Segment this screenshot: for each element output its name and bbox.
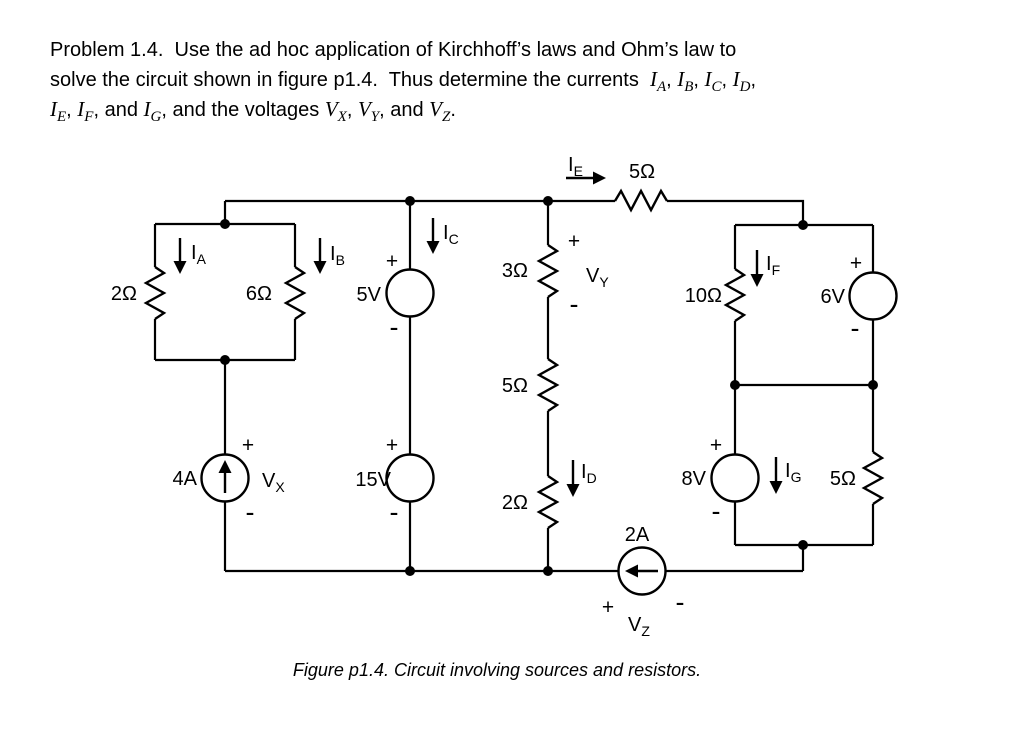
- label-current-ie: IE: [568, 154, 583, 179]
- node-dot: [543, 196, 553, 206]
- sign-plus-vz: +: [602, 596, 614, 619]
- label-source-4a: 4A: [173, 468, 198, 490]
- label-source-5v: 5V: [357, 284, 382, 306]
- label-source-8v: 8V: [682, 468, 707, 490]
- current-arrow-ib: [313, 238, 327, 274]
- resistor-2ohm-left: [143, 266, 167, 320]
- label-voltage-vz: VZ: [628, 614, 650, 639]
- label-resistor-10ohm: 10Ω: [685, 285, 722, 307]
- label-resistor-2ohm-left: 2Ω: [111, 283, 137, 305]
- current-arrow-if: [750, 250, 764, 287]
- circuit-wires: [153, 199, 875, 573]
- sign-plus-vy: +: [568, 230, 580, 253]
- sign-minus-6v: -: [851, 313, 860, 343]
- current-arrow-ig: [769, 457, 783, 494]
- sign-plus-6v: +: [850, 252, 862, 275]
- sign-plus-vx: +: [242, 434, 254, 457]
- label-resistor-2ohm-mid: 2Ω: [502, 492, 528, 514]
- source-8v-circle: [710, 453, 760, 503]
- label-current-ib: IB: [330, 243, 345, 268]
- sign-plus-15v: +: [386, 434, 398, 457]
- sign-minus-vz: -: [676, 587, 685, 617]
- label-resistor-3ohm: 3Ω: [502, 260, 528, 282]
- current-arrow-ie: [566, 171, 606, 185]
- source-15v-circle: [385, 453, 435, 503]
- sign-minus-8v: -: [712, 496, 721, 526]
- node-dot: [798, 220, 808, 230]
- problem-statement: Problem 1.4. Use the ad hoc application …: [50, 36, 960, 125]
- source-6v-circle: [848, 271, 898, 321]
- label-source-2a: 2A: [625, 524, 650, 546]
- node-dot: [405, 566, 415, 576]
- problem-line-1: Problem 1.4. Use the ad hoc application …: [50, 39, 737, 61]
- node-dot: [798, 540, 808, 550]
- node-dot: [543, 566, 553, 576]
- label-source-6v: 6V: [821, 286, 846, 308]
- resistor-3ohm: [536, 244, 560, 298]
- problem-line-2: solve the circuit shown in figure p1.4. …: [50, 67, 757, 96]
- label-resistor-5ohm-top: 5Ω: [629, 161, 655, 183]
- current-arrow-id: [566, 460, 580, 497]
- resistor-5ohm-top: [613, 188, 669, 213]
- label-current-ia: IA: [191, 242, 207, 267]
- label-current-ic: IC: [443, 222, 459, 247]
- source-2a-arrow: [625, 564, 658, 578]
- sign-minus-5v: -: [390, 312, 399, 342]
- junction-dots: [220, 196, 878, 576]
- current-arrow-ia: [173, 238, 187, 274]
- node-dot: [730, 380, 740, 390]
- label-current-ig: IG: [785, 460, 801, 485]
- current-arrow-ic: [426, 218, 440, 254]
- label-resistor-6ohm: 6Ω: [246, 283, 272, 305]
- figure-caption: Figure p1.4. Circuit involving sources a…: [292, 660, 702, 680]
- sign-minus-vx: -: [246, 497, 255, 527]
- resistor-10ohm: [723, 268, 747, 322]
- label-current-id: ID: [581, 461, 597, 486]
- resistor-6ohm: [283, 266, 307, 320]
- sign-plus-5v: +: [386, 250, 398, 273]
- resistor-5ohm-right: [861, 451, 885, 505]
- node-dot: [220, 355, 230, 365]
- label-voltage-vx: VX: [262, 470, 285, 495]
- node-dot: [220, 219, 230, 229]
- label-source-15v: 15V: [355, 469, 391, 491]
- resistor-2ohm-mid: [536, 475, 560, 529]
- node-dot: [405, 196, 415, 206]
- label-resistor-5ohm-right: 5Ω: [830, 468, 856, 490]
- label-voltage-vy: VY: [586, 265, 609, 290]
- sign-minus-15v: -: [390, 497, 399, 527]
- source-4a-circle: [200, 453, 250, 503]
- label-resistor-5ohm-mid: 5Ω: [502, 375, 528, 397]
- label-current-if: IF: [766, 253, 780, 278]
- source-2a-circle: [617, 546, 667, 596]
- node-dot: [868, 380, 878, 390]
- sign-minus-vy: -: [570, 289, 579, 319]
- source-4a-arrow: [218, 460, 232, 493]
- sign-plus-8v: +: [710, 434, 722, 457]
- source-5v-circle: [385, 268, 435, 318]
- problem-line-3: IE, IF, and IG, and the voltages VX, VY,…: [50, 97, 456, 126]
- resistor-5ohm-mid: [536, 358, 560, 412]
